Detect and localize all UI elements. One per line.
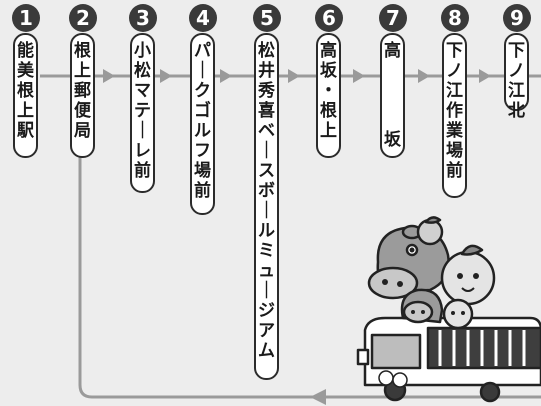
station-name-label: パ｜クゴルフ場前 [190,33,215,215]
station-number-badge: 6 [315,4,343,32]
bus-with-mascots-illustration [356,216,541,403]
station-number-badge: 5 [253,4,281,32]
station-name-label: 下ノ江北 [504,33,529,121]
station-number-badge: 8 [441,4,469,32]
station-number-badge: 7 [379,4,407,32]
route-arrow [220,69,232,83]
station-number-badge: 4 [189,4,217,32]
route-arrow [479,69,491,83]
station-number-badge: 1 [12,4,40,32]
return-route-line [78,150,541,399]
station-number-badge: 2 [69,4,97,32]
station-name-label: 松井秀喜ベ｜スボ｜ルミュ｜ジアム [254,33,279,380]
station-name-label: 根上郵便局 [70,33,95,158]
station-name-label: 下ノ江作業場前 [442,33,467,198]
station-number-badge: 3 [129,4,157,32]
station-number-badge: 9 [503,4,531,32]
route-arrow [353,69,365,83]
station-name-label: 小松マテ｜レ前 [130,33,155,193]
route-arrow [160,69,172,83]
route-arrow [103,69,115,83]
station-name-label: 能美根上駅 [13,33,38,158]
route-arrow [288,69,300,83]
station-name-label: 高坂 [380,33,405,158]
return-arrow [310,389,326,405]
route-arrow [418,69,430,83]
station-name-label: 高坂・根上 [316,33,341,158]
